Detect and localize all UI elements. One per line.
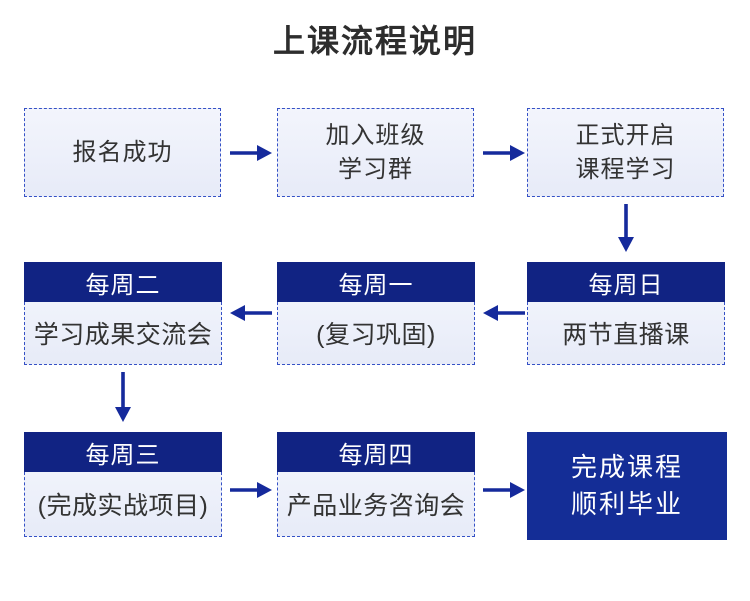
step-graduate: 完成课程 顺利毕业 <box>527 432 727 540</box>
page-title: 上课流程说明 <box>272 23 477 59</box>
step-signup: 报名成功 <box>24 108 221 197</box>
step-start-course-line2: 课程学习 <box>575 155 676 183</box>
step-tuesday-activity: 学习成果交流会 <box>24 302 222 365</box>
arrow-down-icon <box>113 372 133 422</box>
step-graduate-line2: 顺利毕业 <box>570 489 683 519</box>
step-wednesday: 每周三 (完成实战项目) <box>24 432 222 537</box>
arrow-left-icon <box>230 303 272 323</box>
step-sunday-day: 每周日 <box>527 262 725 302</box>
step-thursday-activity: 产品业务咨询会 <box>277 472 475 537</box>
step-signup-label: 报名成功 <box>72 138 173 166</box>
step-join-group-line2: 学习群 <box>338 155 413 183</box>
step-tuesday: 每周二 学习成果交流会 <box>24 262 222 365</box>
step-sunday-activity: 两节直播课 <box>527 302 725 365</box>
step-sunday: 每周日 两节直播课 <box>527 262 725 365</box>
step-thursday: 每周四 产品业务咨询会 <box>277 432 475 537</box>
step-join-group-line1: 加入班级 <box>325 121 426 149</box>
arrow-right-icon <box>483 143 525 163</box>
step-wednesday-activity: (完成实战项目) <box>24 472 222 537</box>
arrow-left-icon <box>483 303 525 323</box>
step-wednesday-day: 每周三 <box>24 432 222 472</box>
arrow-right-icon <box>230 143 272 163</box>
step-monday-activity: (复习巩固) <box>277 302 475 365</box>
step-graduate-line1: 完成课程 <box>570 452 683 482</box>
step-tuesday-day: 每周二 <box>24 262 222 302</box>
step-thursday-day: 每周四 <box>277 432 475 472</box>
step-start-course-line1: 正式开启 <box>575 121 676 149</box>
step-monday: 每周一 (复习巩固) <box>277 262 475 365</box>
arrow-right-icon <box>483 480 525 500</box>
arrow-down-icon <box>616 204 636 252</box>
arrow-right-icon <box>230 480 272 500</box>
step-join-group: 加入班级 学习群 <box>277 108 474 197</box>
step-monday-day: 每周一 <box>277 262 475 302</box>
step-start-course: 正式开启 课程学习 <box>527 108 724 197</box>
